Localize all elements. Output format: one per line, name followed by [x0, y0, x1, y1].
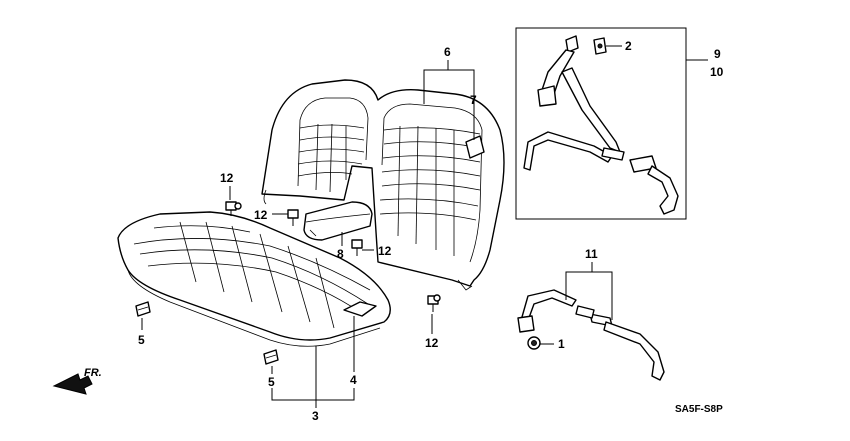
armrest	[303, 201, 373, 241]
callout-4: 4	[350, 373, 357, 387]
callout-8: 8	[337, 247, 344, 261]
callout-11: 11	[585, 247, 598, 261]
bolt-12-b	[287, 209, 299, 226]
clip-5-b	[263, 349, 279, 365]
drawing-code: SA5F-S8P	[675, 404, 723, 415]
callout-6: 6	[444, 45, 451, 59]
seat-belt-box	[515, 27, 687, 220]
center-belt	[517, 289, 665, 381]
seat-cushion	[117, 211, 391, 347]
callout-12-b: 12	[254, 208, 268, 222]
direction-label: FR.	[84, 367, 102, 379]
callout-2: 2	[625, 39, 632, 53]
callout-12-a: 12	[220, 171, 234, 185]
callout-10: 10	[710, 65, 724, 79]
callout-12-c: 12	[378, 244, 392, 258]
callout-1: 1	[558, 337, 565, 351]
callout-3: 3	[312, 409, 319, 423]
bolt-12-d	[427, 294, 441, 312]
bolt-12-c	[351, 239, 363, 256]
callout-12-d: 12	[425, 336, 439, 350]
clip-5-a	[135, 301, 151, 317]
bolt-12-a	[225, 201, 242, 216]
callout-7: 7	[470, 93, 477, 107]
callout-5-a: 5	[138, 333, 145, 347]
callout-9: 9	[714, 47, 721, 61]
leader-lines	[141, 45, 708, 408]
front-direction-arrow: FR.	[52, 367, 102, 395]
callout-5-b: 5	[268, 375, 275, 389]
nut-1	[527, 336, 541, 350]
seat-back	[261, 79, 505, 291]
